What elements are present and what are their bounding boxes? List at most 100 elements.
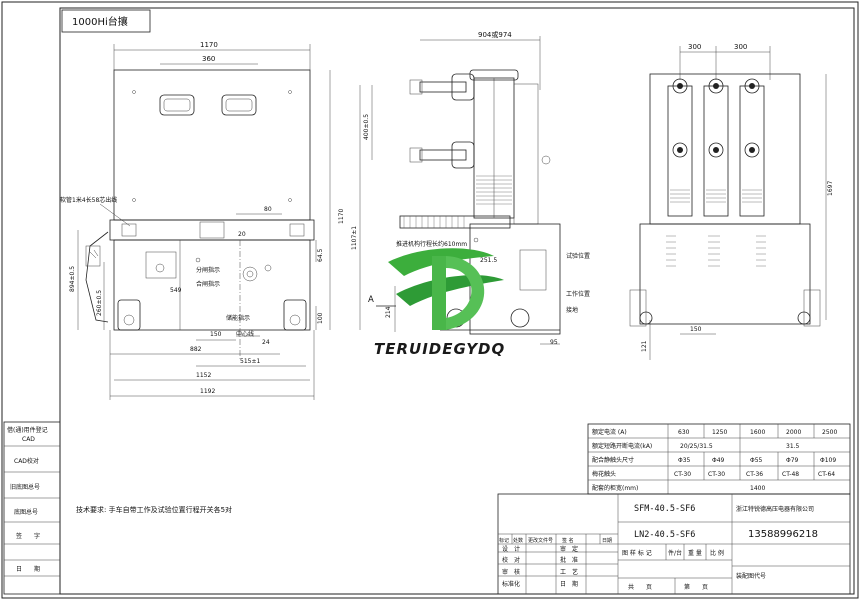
stage-2: 重 量: [688, 549, 702, 557]
dim-260: 260±0.5: [96, 290, 103, 316]
front-small-2: 合闸指示: [196, 280, 220, 288]
spec-row-3-c1: CT-30: [708, 471, 725, 478]
spec-row-3-c2: CT-36: [746, 471, 763, 478]
title-block: SFM-40.5-SF6 LN2-40.5-SF6 浙江特锐德高压电器有限公司 …: [497, 493, 851, 595]
dim-360: 360: [202, 55, 215, 63]
stage-1: 件/台: [668, 549, 682, 557]
spec-row-0-c0: 630: [678, 429, 690, 436]
dim-100: 100: [317, 312, 324, 324]
role-l-2: 审 核: [502, 568, 520, 576]
spec-row-0-c3: 2000: [786, 429, 801, 436]
spec-row-4-c0: 1400: [750, 485, 765, 492]
cable-note: 软管1米4长58芯出线: [60, 196, 117, 204]
spec-row-2-label: 配合静触头尺寸: [592, 456, 634, 464]
spec-row-1-c1: 31.5: [786, 443, 800, 450]
front-view: 1170 360 软管1米4长58芯出线 80 20 分闸指示 合闸指示 储: [60, 41, 345, 400]
dim-121: 121: [641, 340, 648, 352]
dim-214: 214: [385, 306, 392, 318]
track-note: 推进机构行程长约610mm: [396, 240, 467, 248]
dim-400: 400±0.5: [363, 114, 370, 140]
spec-row-1-label: 额定短路开断电流(kA): [592, 442, 652, 450]
front-small-3: 储能指示: [226, 314, 250, 322]
spec-row-0-label: 额定电流 (A): [592, 428, 627, 436]
dim-80: 80: [264, 206, 272, 213]
spec-row-2-c4: Φ109: [820, 457, 836, 464]
phone-number: 13588996218: [748, 529, 818, 540]
left-strip-0: 借(通)用件登记: [7, 426, 48, 434]
dim-1697: 1697: [827, 181, 834, 196]
side-view: 904或974 400±0.5 1107±1: [351, 30, 590, 346]
spec-row-3-label: 梅花触头: [592, 470, 616, 478]
left-strip-3: 旧底图总号: [10, 483, 40, 491]
hdr-2: 更改文件号: [528, 537, 553, 544]
spec-row-3-c0: CT-30: [674, 471, 691, 478]
left-strip: 借(通)用件登记 CAD CAD校对 旧底图总号 底图总号 签 字 日 期: [3, 421, 61, 595]
dim-251: 251.5: [480, 257, 497, 264]
left-strip-1: CAD: [22, 436, 35, 443]
dim-150: 150: [210, 331, 222, 338]
side-small-1: 试验位置: [566, 252, 590, 260]
spec-row-2-c0: Φ35: [678, 457, 691, 464]
company-logo: TERUIDEGYDQ: [374, 248, 504, 358]
role-l-0: 设 计: [502, 545, 520, 553]
right-view: 300 300: [629, 43, 834, 360]
role-r-0: 审 定: [560, 545, 578, 553]
logo-swoosh-mid: [396, 275, 504, 306]
dim-300-a: 300: [688, 43, 701, 51]
dim-150-right: 150: [690, 326, 702, 333]
spec-row-0-c1: 1250: [712, 429, 727, 436]
sheet-total: 共 页: [628, 583, 652, 591]
role-r-2: 工 艺: [560, 568, 578, 576]
inner-border: [59, 7, 855, 595]
dim-894: 894±0.5: [69, 266, 76, 292]
spec-row-3-c3: CT-48: [782, 471, 799, 478]
hdr-1: 处数: [513, 537, 523, 544]
technical-requirement: 技术要求: 手车自带工作及试验位置行程开关各5对: [76, 505, 232, 514]
hdr-4: 日期: [602, 538, 612, 544]
left-strip-4: 底图总号: [14, 508, 38, 516]
side-small-2: 工作位置: [566, 290, 590, 298]
dim-64: 64.5: [317, 248, 324, 262]
dim-1107: 1107±1: [351, 226, 358, 250]
model-2: LN2-40.5-SF6: [634, 530, 695, 540]
role-l-3: 标准化: [502, 580, 520, 588]
spec-row-2-c1: Φ49: [712, 457, 725, 464]
left-strip-6: 日 期: [16, 565, 40, 573]
dim-24: 24: [262, 339, 270, 346]
sheet-number: 第 页: [684, 583, 708, 591]
stage-0: 图 样 标 记: [622, 549, 652, 557]
left-strip-2: CAD校对: [14, 457, 39, 465]
spec-row-2-c3: Φ79: [786, 457, 799, 464]
section-A-label: A: [368, 295, 374, 305]
spec-table: 额定电流 (A) 630 1250 1600 2000 2500 额定短路开断电…: [587, 423, 851, 495]
spec-row-4-label: 配套的柜宽(mm): [592, 484, 638, 492]
dim-882: 882: [190, 346, 202, 353]
spec-row-3-c4: CT-64: [818, 471, 835, 478]
front-small-4: 中心线: [236, 330, 254, 338]
dim-300-b: 300: [734, 43, 747, 51]
spec-row-1-c0: 20/25/31.5: [680, 443, 713, 450]
model-1: SFM-40.5-SF6: [634, 504, 695, 514]
spec-row-0-c4: 2500: [822, 429, 837, 436]
spec-row-0-c2: 1600: [750, 429, 765, 436]
front-small-1: 分闸指示: [196, 266, 220, 274]
assembly-code: 装配图代号: [736, 572, 766, 580]
dim-1170-vertical: 1170: [338, 209, 345, 224]
spec-row-2-c2: Φ55: [750, 457, 763, 464]
logo-d-curve: [446, 256, 485, 330]
dim-1152: 1152: [196, 372, 211, 379]
dim-515: 515±1: [240, 358, 260, 365]
left-strip-5: 签 字: [16, 532, 40, 540]
dim-95: 95: [550, 339, 558, 346]
dim-20: 20: [238, 231, 246, 238]
hdr-3: 签 名: [562, 537, 574, 544]
side-small-3: 接地: [566, 306, 578, 314]
dim-1192: 1192: [200, 388, 215, 395]
dim-549: 549: [170, 287, 182, 294]
title-box: 1000Hi台攘: [61, 9, 151, 33]
logo-stem: [432, 256, 446, 330]
role-r-1: 批 准: [560, 556, 578, 564]
hdr-0: 标记: [499, 537, 509, 544]
